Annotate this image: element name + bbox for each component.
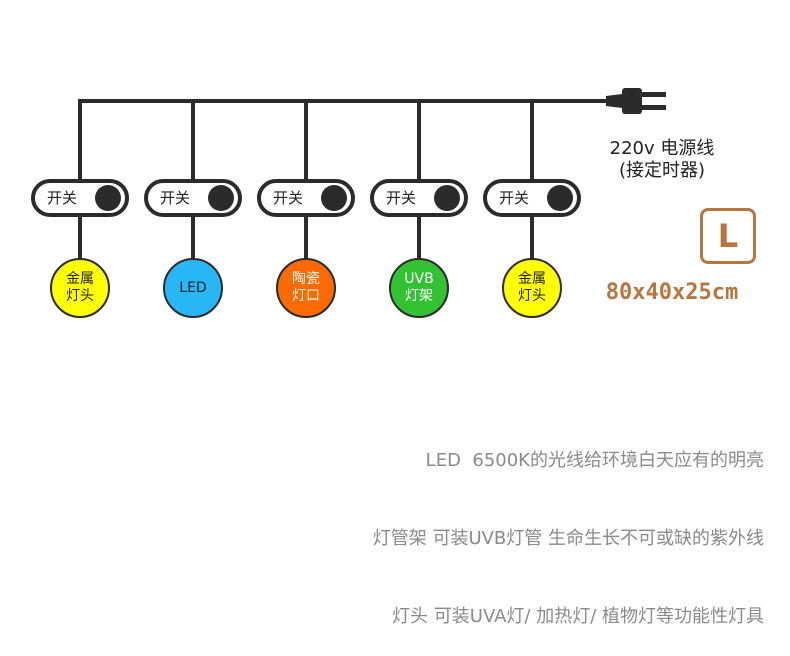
- bulb-ceramic-socket: 陶瓷 灯口: [276, 258, 336, 318]
- switch-4[interactable]: 开关: [370, 179, 468, 217]
- bulb-label: 金属 灯头: [518, 271, 546, 304]
- switch-5[interactable]: 开关: [483, 179, 581, 217]
- switch-knob-icon: [208, 185, 234, 211]
- switch-label: 开关: [386, 189, 417, 207]
- switch-label: 开关: [47, 189, 78, 207]
- size-badge: L: [700, 208, 756, 264]
- bulb-label: 陶瓷 灯口: [292, 271, 320, 304]
- switch-knob-icon: [547, 185, 573, 211]
- bulb-metal-socket-2: 金属 灯头: [502, 258, 562, 318]
- switch-knob-icon: [434, 185, 460, 211]
- bulb-label: 金属 灯头: [66, 271, 94, 304]
- dimensions-text: 80x40x25cm: [605, 280, 739, 305]
- power-timer-note: (接定时器): [618, 160, 706, 181]
- switch-label: 开关: [273, 189, 304, 207]
- switch-label: 开关: [499, 189, 530, 207]
- switch-2[interactable]: 开关: [144, 179, 242, 217]
- wiring-diagram: [78, 88, 666, 261]
- description-block: LED 6500K的光线给环境白天应有的明亮 灯管架 可装UVB灯管 生命生长不…: [224, 396, 764, 656]
- bulb-led: LED: [163, 258, 223, 318]
- switch-1[interactable]: 开关: [31, 179, 129, 217]
- power-plug-icon: [604, 88, 666, 114]
- power-cord-label: 220v 电源线 (接定时器): [592, 138, 732, 182]
- switch-knob-icon: [321, 185, 347, 211]
- bulb-label: LED: [179, 279, 207, 296]
- bulb-label: UVB 灯架: [404, 271, 434, 304]
- switch-3[interactable]: 开关: [257, 179, 355, 217]
- bulb-metal-socket-1: 金属 灯头: [50, 258, 110, 318]
- description-line-3: 灯头 可装UVA灯/ 加热灯/ 植物灯等功能性灯具: [392, 606, 764, 627]
- description-line-1: LED 6500K的光线给环境白天应有的明亮: [425, 450, 764, 471]
- switch-knob-icon: [95, 185, 121, 211]
- bulb-uvb-holder: UVB 灯架: [389, 258, 449, 318]
- description-line-2: 灯管架 可装UVB灯管 生命生长不可或缺的紫外线: [372, 528, 764, 549]
- switch-label: 开关: [160, 189, 191, 207]
- power-voltage-text: 220v 电源线: [609, 138, 715, 159]
